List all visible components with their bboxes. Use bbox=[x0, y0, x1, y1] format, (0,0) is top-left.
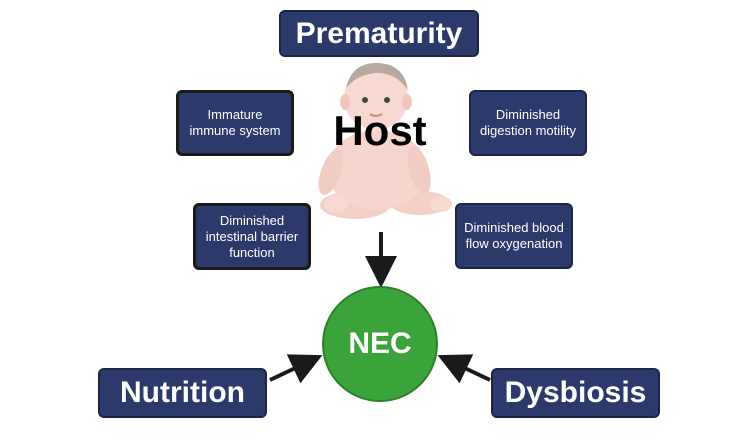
arrow-nutrition-to-nec bbox=[269, 354, 323, 384]
digestion-motility-label: Diminished digestion motility bbox=[479, 107, 577, 138]
prematurity-box: Prematurity bbox=[279, 10, 479, 57]
nec-label: NEC bbox=[348, 327, 412, 360]
baby-illustration bbox=[318, 62, 452, 219]
dysbiosis-label: Dysbiosis bbox=[504, 376, 647, 409]
dysbiosis-box: Dysbiosis bbox=[491, 368, 660, 418]
digestion-motility-box: Diminished digestion motility bbox=[469, 90, 587, 156]
intestinal-barrier-box: Diminished intestinal barrier function bbox=[193, 203, 311, 270]
prematurity-label: Prematurity bbox=[295, 16, 463, 50]
nec-circle: NEC bbox=[322, 286, 438, 402]
immune-system-box: Immature immune system bbox=[176, 90, 294, 156]
host-label: Host bbox=[333, 107, 427, 154]
immune-system-label: Immature immune system bbox=[189, 107, 281, 138]
intestinal-barrier-label: Diminished intestinal barrier function bbox=[205, 212, 299, 260]
arrow-dysbiosis-to-nec bbox=[437, 354, 491, 384]
nutrition-label: Nutrition bbox=[120, 376, 245, 409]
blood-flow-label: Diminished blood flow oxygenation bbox=[464, 220, 564, 251]
nutrition-box: Nutrition bbox=[98, 368, 267, 418]
blood-flow-box: Diminished blood flow oxygenation bbox=[455, 203, 573, 269]
